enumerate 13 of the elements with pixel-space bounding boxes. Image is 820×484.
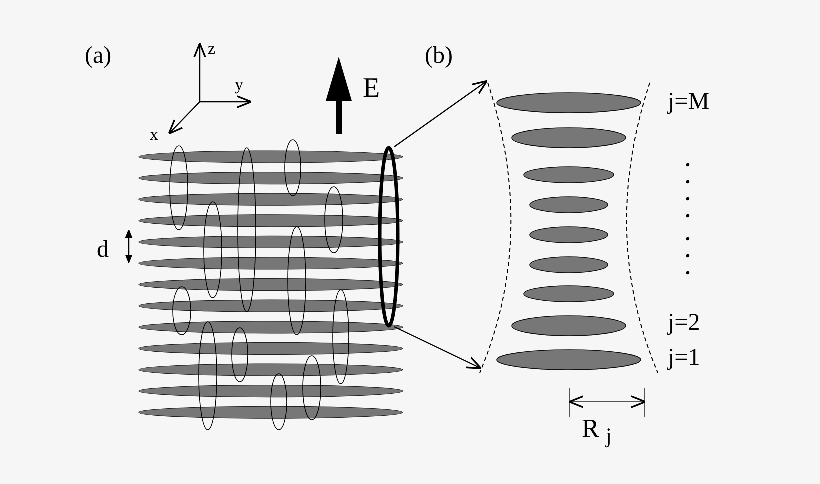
field-label: E xyxy=(363,75,380,103)
axis-label: x xyxy=(150,126,158,143)
arrow xyxy=(394,80,488,148)
axis-label: z xyxy=(208,40,216,57)
axis-label: y xyxy=(235,76,244,93)
highlighted-tube-ellipse xyxy=(378,146,400,328)
layer-index-label: j=2 xyxy=(668,311,700,335)
radius-label: R $_{j}$ xyxy=(582,416,612,448)
layer-index-label: j=1 xyxy=(668,346,700,370)
panel-label: (a) xyxy=(85,44,112,68)
spacing-label: d xyxy=(97,238,109,262)
panel-label: (b) xyxy=(425,44,453,68)
layer-index-label: j=M xyxy=(668,90,710,114)
